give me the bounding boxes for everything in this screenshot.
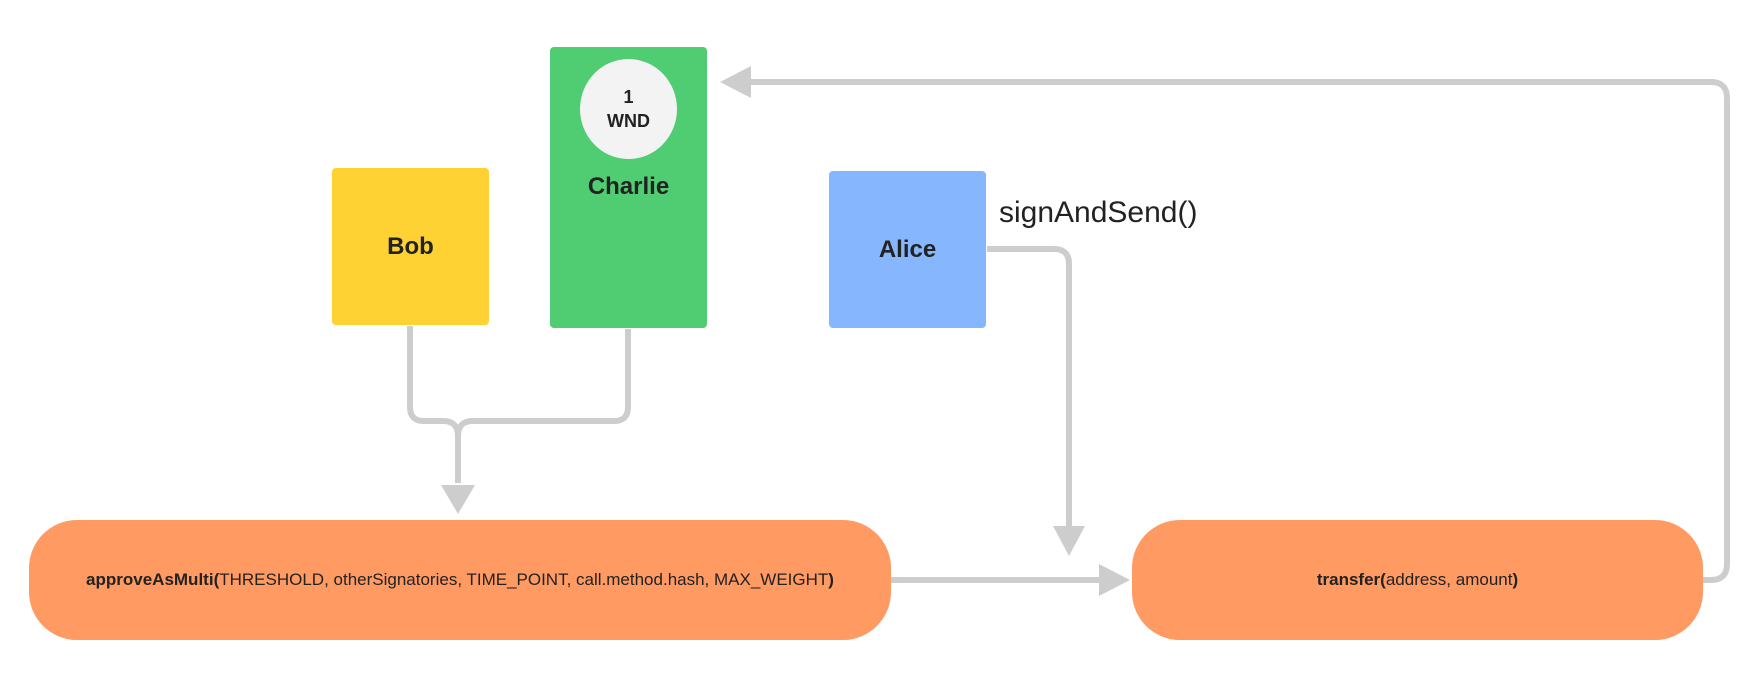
arrowhead-charlie-left: [720, 66, 751, 98]
arrowhead-transfer-down: [1053, 526, 1085, 556]
charlie-node: 1 WND Charlie: [550, 47, 707, 328]
edge-alice-to-transfer: [987, 246, 1072, 528]
bob-node: Bob: [332, 168, 489, 325]
approve-as-multi-call: approveAsMulti(THRESHOLD, otherSignatori…: [29, 520, 891, 640]
transfer-args: address, amount: [1385, 570, 1513, 589]
transfer-call: transfer(address, amount): [1132, 520, 1703, 640]
approve-args: THRESHOLD, otherSignatories, TIME_POINT,…: [219, 570, 829, 589]
arrowhead-transfer-right: [1099, 564, 1130, 596]
approve-close-paren: ): [828, 570, 834, 589]
charlie-label: Charlie: [587, 173, 670, 200]
bob-label: Bob: [387, 232, 434, 260]
edge-transfer-to-charlie: [748, 79, 1730, 583]
token-badge: 1 WND: [580, 59, 677, 159]
alice-label: Alice: [878, 235, 937, 263]
transfer-fn-name: transfer: [1316, 570, 1381, 589]
approve-open-paren: (: [213, 570, 220, 589]
alice-node: Alice: [829, 171, 986, 328]
token-unit: WND: [607, 111, 650, 131]
transfer-open-paren: (: [1380, 570, 1386, 589]
token-amount: 1: [623, 87, 634, 107]
sign-and-send-label: signAndSend(): [999, 196, 1198, 229]
approve-fn-name: approveAsMulti: [86, 570, 214, 589]
edge-charlie-to-approve: [455, 329, 631, 437]
arrowhead-approve-down: [441, 485, 475, 514]
transfer-close-paren: ): [1512, 570, 1519, 589]
edge-bob-to-approve: [407, 326, 461, 483]
